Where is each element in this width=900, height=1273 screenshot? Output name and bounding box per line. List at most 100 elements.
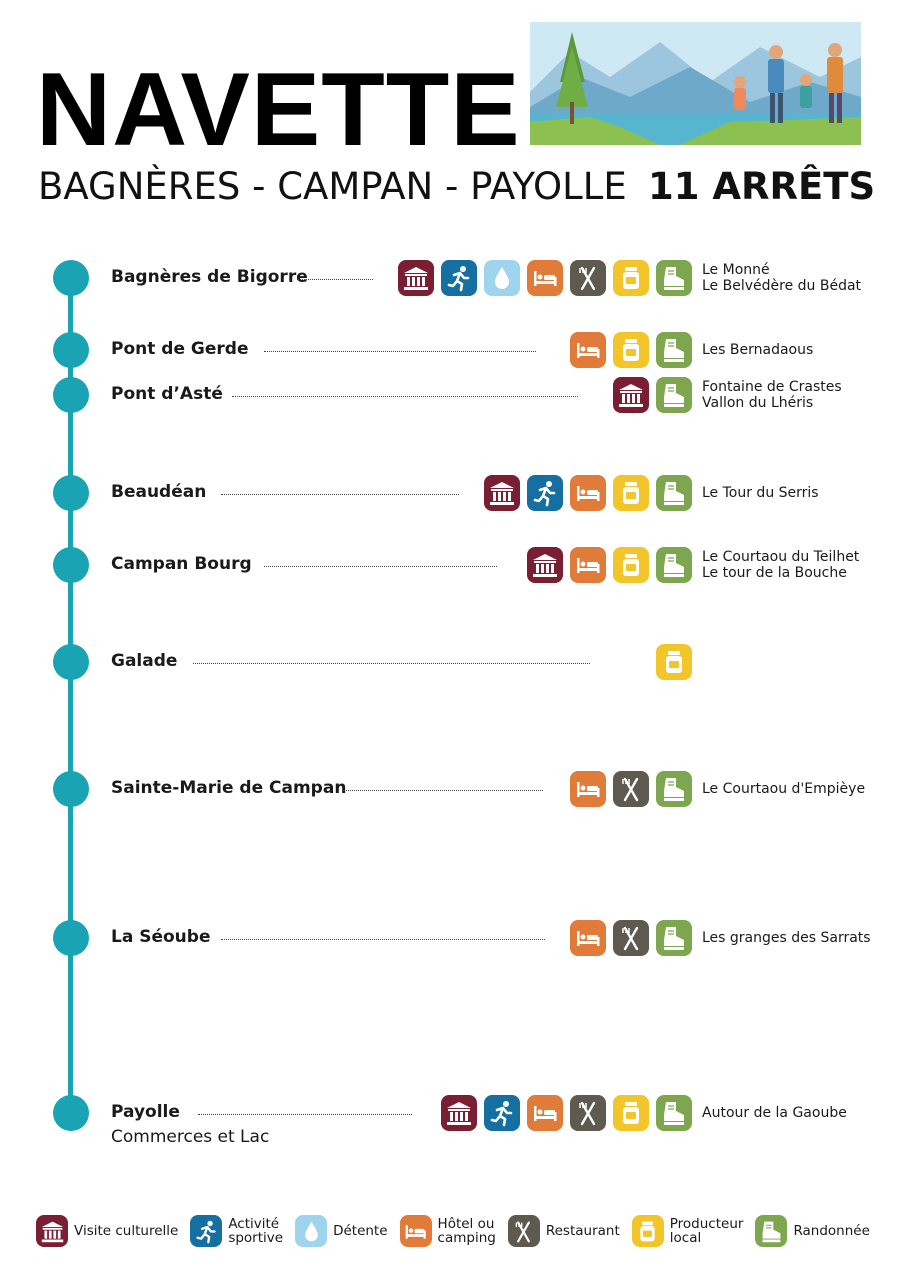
dotted-leader <box>297 279 373 280</box>
hiking-icon <box>656 332 692 368</box>
hiking-icon <box>656 1095 692 1131</box>
stop-trails: Le Courtaou d'Empièye <box>702 781 865 797</box>
stop-name: Sainte-Marie de Campan <box>111 778 347 798</box>
stop-trails: Autour de la Gaoube <box>702 1105 847 1121</box>
stop-amenity-icons <box>484 475 692 511</box>
relax-icon <box>295 1215 328 1247</box>
producer-icon <box>613 332 649 368</box>
stop-name: Pont d’Asté <box>111 384 223 404</box>
producer-icon <box>613 1095 649 1131</box>
legend-label: Détente <box>333 1224 387 1238</box>
hiking-icon <box>656 260 692 296</box>
stop-trails: Les Bernadaous <box>702 342 813 358</box>
stop-name: Galade <box>111 651 178 671</box>
sport-icon <box>527 475 563 511</box>
stop-amenity-icons <box>656 644 692 680</box>
dotted-leader <box>343 790 543 791</box>
hikers-illustration <box>530 22 861 145</box>
hiking-icon <box>656 920 692 956</box>
producer-icon <box>613 475 649 511</box>
legend-item: Restaurant <box>507 1215 620 1247</box>
legend-item: Randonnée <box>755 1215 870 1247</box>
restaurant-icon <box>507 1215 540 1247</box>
restaurant-icon <box>570 1095 606 1131</box>
legend-label: Visite culturelle <box>74 1224 178 1238</box>
stop-marker <box>53 547 89 583</box>
stop-amenity-icons <box>570 332 692 368</box>
legend-label: Randonnée <box>793 1224 869 1238</box>
culture-icon <box>398 260 434 296</box>
hotel-icon <box>570 547 606 583</box>
stop-name: Campan Bourg <box>111 554 252 574</box>
stop-name: Payolle <box>111 1102 180 1122</box>
stop-marker <box>53 332 89 368</box>
dotted-leader <box>232 396 578 397</box>
dotted-leader <box>221 494 459 495</box>
legend-label-line: Producteur <box>669 1216 744 1232</box>
trail-name: Le Monné <box>702 262 770 278</box>
sport-icon <box>441 260 477 296</box>
stop-amenity-icons <box>570 771 692 807</box>
stop-marker <box>53 644 89 680</box>
producer-icon <box>613 547 649 583</box>
trail-name: Le tour de la Bouche <box>702 565 847 581</box>
page-title: NAVETTE <box>36 52 521 168</box>
trail-name: Le Belvédère du Bédat <box>702 278 862 294</box>
stop-name: Pont de Gerde <box>111 339 249 359</box>
legend-label-line: sportive <box>228 1230 284 1246</box>
stop-name: Bagnères de Bigorre <box>111 267 308 287</box>
hotel-icon <box>570 920 606 956</box>
trail-name: Le Courtaou du Teilhet <box>702 549 860 565</box>
legend-label-line: camping <box>437 1230 496 1246</box>
trail-name: Le Courtaou d'Empièye <box>702 781 866 797</box>
legend-label-line: Restaurant <box>545 1223 620 1239</box>
hiking-icon <box>656 475 692 511</box>
hotel-icon <box>527 260 563 296</box>
sport-icon <box>190 1215 223 1247</box>
restaurant-icon <box>613 920 649 956</box>
stop-amenity-icons <box>398 260 692 296</box>
stop-amenity-icons <box>613 377 692 413</box>
trail-name: Vallon du Lhéris <box>702 395 814 411</box>
dotted-leader <box>193 663 590 664</box>
stop-marker <box>53 771 89 807</box>
legend-label-line: Visite culturelle <box>74 1223 179 1239</box>
stop-trails: Le Tour du Serris <box>702 485 819 501</box>
route-subtitle: BAGNÈRES - CAMPAN - PAYOLLE <box>38 165 627 208</box>
hotel-icon <box>570 332 606 368</box>
culture-icon <box>484 475 520 511</box>
dotted-leader <box>264 566 497 567</box>
hotel-icon <box>399 1215 432 1247</box>
restaurant-icon <box>613 771 649 807</box>
restaurant-icon <box>570 260 606 296</box>
stop-marker <box>53 377 89 413</box>
trail-name: Autour de la Gaoube <box>702 1105 847 1121</box>
legend-label-line: Randonnée <box>793 1223 870 1239</box>
legend-label-line: Hôtel ou <box>437 1216 495 1232</box>
culture-icon <box>441 1095 477 1131</box>
culture-icon <box>36 1215 68 1247</box>
hotel-icon <box>570 771 606 807</box>
dotted-leader <box>221 939 545 940</box>
stop-trails: Les granges des Sarrats <box>702 930 871 946</box>
stop-name: Beaudéan <box>111 482 207 502</box>
culture-icon <box>613 377 649 413</box>
producer-icon <box>656 644 692 680</box>
culture-icon <box>527 547 563 583</box>
legend-item: Détente <box>295 1215 388 1247</box>
hotel-icon <box>527 1095 563 1131</box>
legend-label-line: local <box>669 1230 702 1246</box>
trail-name: Les granges des Sarrats <box>702 930 871 946</box>
legend-label: Restaurant <box>546 1224 620 1238</box>
producer-icon <box>613 260 649 296</box>
dotted-leader <box>198 1114 412 1115</box>
legend-item: Visite culturelle <box>36 1215 178 1247</box>
trail-name: Les Bernadaous <box>702 342 814 358</box>
